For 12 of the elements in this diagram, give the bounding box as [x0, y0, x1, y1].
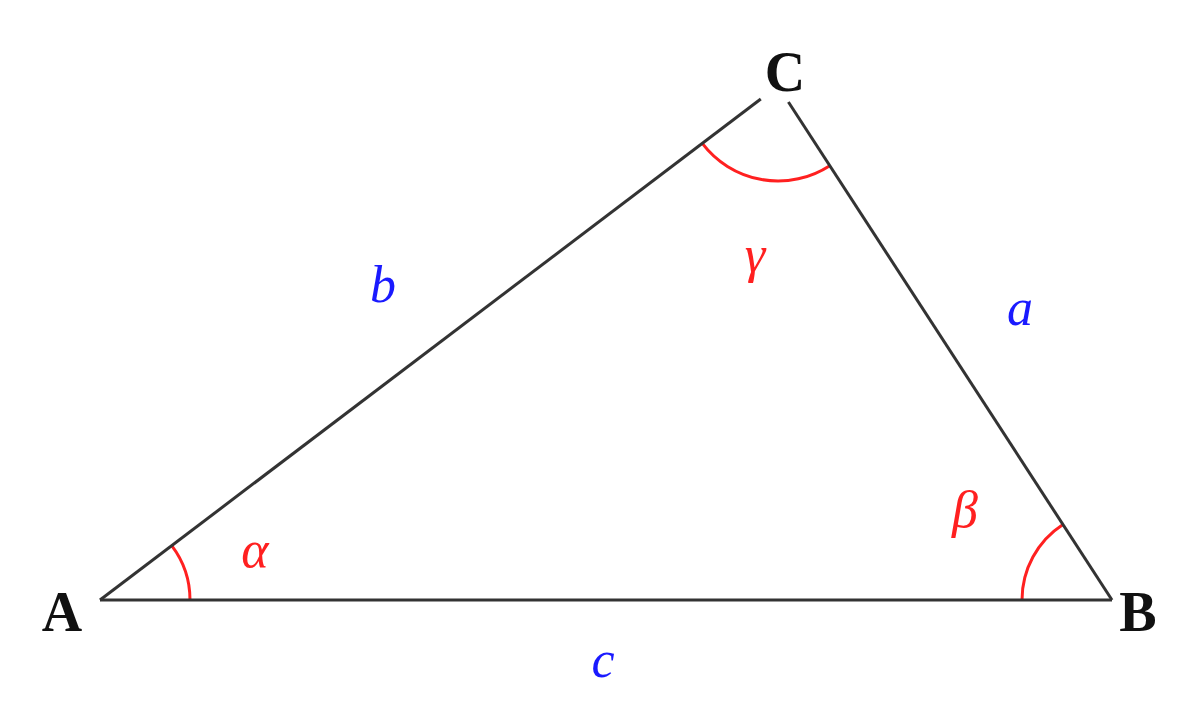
vertex-label: A	[41, 584, 83, 640]
angle-label: α	[241, 524, 269, 576]
edge-label: a	[1007, 282, 1033, 334]
angle-label: γ	[744, 229, 766, 281]
vertex-label: B	[1119, 584, 1157, 640]
edge-label: b	[370, 259, 396, 311]
angle-label: β	[952, 484, 978, 536]
vertex-label: C	[764, 44, 806, 100]
triangle-side	[99, 97, 762, 602]
edge-label: c	[591, 634, 615, 686]
triangle-side	[787, 101, 1114, 601]
triangle-side	[100, 598, 1112, 602]
